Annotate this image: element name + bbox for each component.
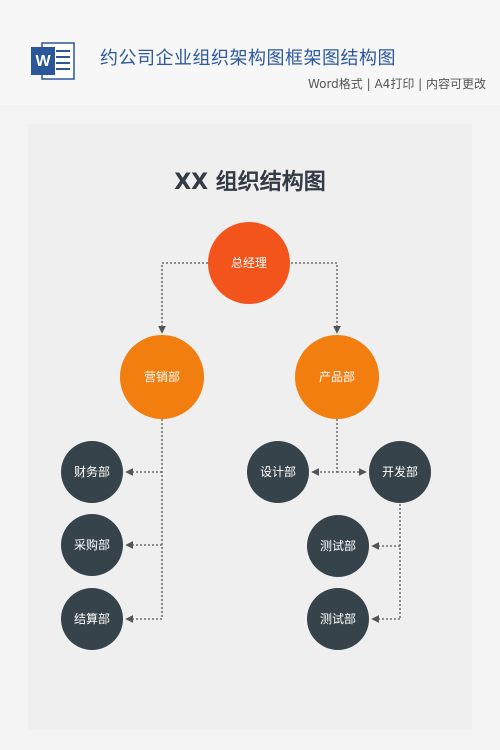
node-development: 开发部 [369,441,431,503]
node-marketing: 营销部 [120,335,204,419]
word-document-icon: W [31,42,75,80]
node-marketing-label: 营销部 [144,369,180,384]
node-product-label: 产品部 [319,369,355,384]
node-ceo: 总经理 [208,222,290,304]
connectors [125,262,401,623]
node-purchasing-label: 采购部 [74,537,110,552]
connector-product-design [311,419,338,476]
node-ceo-label: 总经理 [231,256,267,270]
node-testing-1-label: 测试部 [320,538,356,553]
node-product: 产品部 [295,335,379,419]
node-finance-label: 财务部 [74,464,110,479]
node-testing-2-label: 测试部 [320,611,356,626]
node-design: 设计部 [247,441,309,503]
connector-ceo-marketing [158,262,208,334]
node-settlement: 结算部 [61,588,123,650]
node-purchasing: 采购部 [61,514,123,576]
node-finance: 财务部 [61,441,123,503]
header: W 约公司企业组织架构图框架图结构图 Word格式 | A4打印 | 内容可更改 [0,0,500,105]
chart-title: XX 组织结构图 [174,170,326,195]
node-testing-2: 测试部 [307,588,369,650]
node-settlement-label: 结算部 [74,611,110,626]
node-development-label: 开发部 [382,464,418,479]
document-subtitle: Word格式 | A4打印 | 内容可更改 [307,77,486,91]
word-icon-letter: W [35,53,51,70]
connector-ceo-product [291,262,341,334]
document-title: 约公司企业组织架构图框架图结构图 [100,48,396,69]
node-design-label: 设计部 [260,464,296,479]
node-testing-1: 测试部 [307,515,369,577]
